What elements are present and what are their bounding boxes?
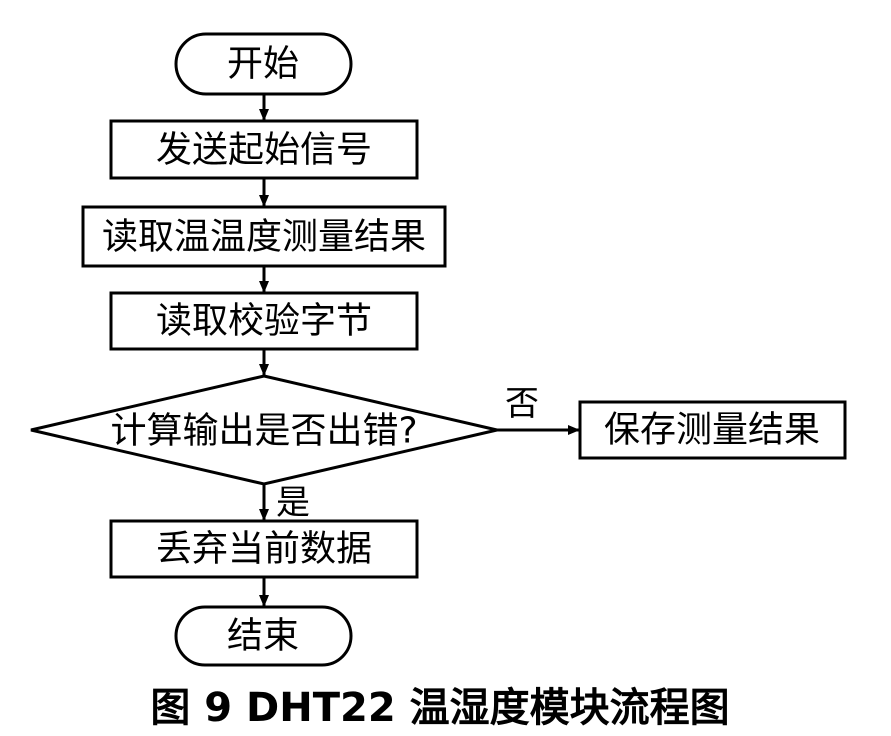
read-checksum-process: 读取校验字节 (109, 291, 419, 351)
no-branch-label: 否 (505, 384, 539, 424)
save-result-label: 保存测量结果 (604, 410, 820, 451)
decision-node: 计算输出是否出错? (30, 374, 498, 486)
send-start-signal-label: 发送起始信号 (156, 130, 372, 171)
send-start-signal-process: 发送起始信号 (109, 119, 419, 180)
start-terminal: 开始 (174, 32, 353, 96)
read-checksum-box (109, 291, 419, 351)
yes-branch-label: 是 (276, 483, 310, 523)
end-terminal-label: 结束 (227, 616, 299, 657)
save-result-process: 保存测量结果 (578, 400, 847, 460)
end-terminal: 结束 (174, 605, 353, 667)
figure-caption: 图 9 DHT22 温湿度模块流程图 (150, 685, 729, 731)
read-measurement-process: 读取温温度测量结果 (81, 205, 447, 268)
read-measurement-label: 读取温温度测量结果 (102, 217, 426, 258)
send-start-signal-box (109, 119, 419, 180)
save-result-box (578, 400, 847, 460)
discard-data-label: 丢弃当前数据 (156, 529, 372, 570)
decision-label: 计算输出是否出错? (110, 411, 417, 452)
discard-data-process: 丢弃当前数据 (109, 519, 419, 579)
read-checksum-label: 读取校验字节 (156, 301, 372, 342)
start-terminal-label: 开始 (227, 44, 299, 85)
discard-data-box (109, 519, 419, 579)
end-terminal-shape (174, 605, 353, 667)
